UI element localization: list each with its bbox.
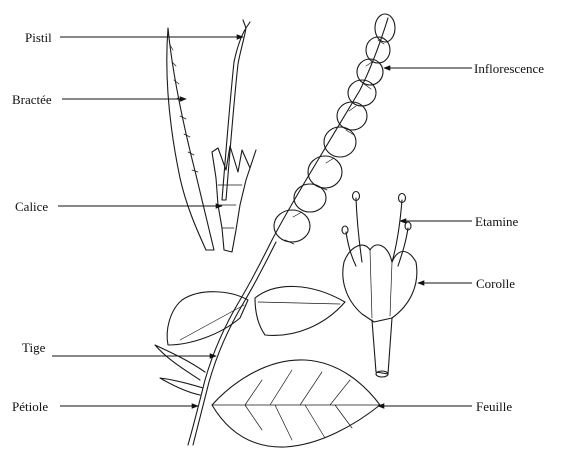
label-etamine: Etamine <box>475 214 519 229</box>
mint-plant-illustration <box>155 14 395 447</box>
label-tige: Tige <box>22 340 46 355</box>
label-petiole: Pétiole <box>12 399 48 414</box>
upper-leaf-left <box>167 292 248 345</box>
label-corolle: Corolle <box>476 276 515 291</box>
inflorescence-drawing <box>274 14 395 244</box>
label-pistil: Pistil <box>25 30 52 45</box>
corolla-detail-illustration <box>342 192 417 378</box>
bract-drawing <box>167 28 214 250</box>
upper-leaf-right <box>255 286 345 335</box>
label-calice: Calice <box>15 199 48 214</box>
label-bractee: Bractée <box>12 92 52 107</box>
calyx-drawing <box>212 146 256 252</box>
calyx-detail-illustration <box>167 20 256 252</box>
leader-lines <box>52 37 472 406</box>
label-feuille: Feuille <box>476 399 512 414</box>
corolla-drawing <box>343 245 417 322</box>
label-inflorescence: Inflorescence <box>474 61 544 76</box>
pistil-drawing <box>222 28 246 200</box>
lower-leaf-drawing <box>212 360 380 447</box>
